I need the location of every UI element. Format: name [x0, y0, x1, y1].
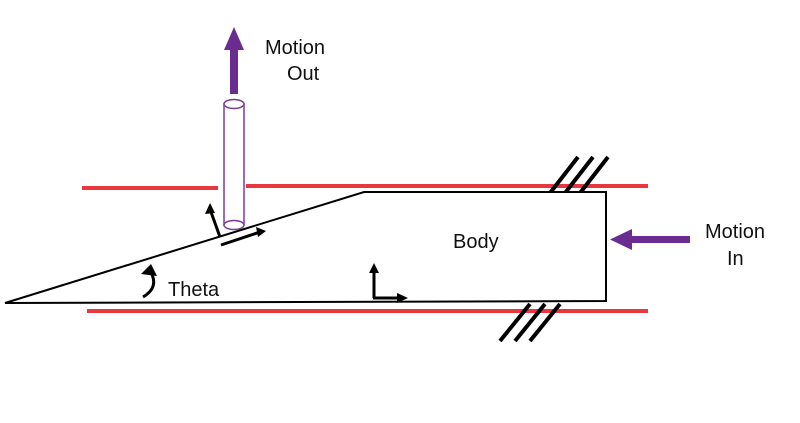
- body-frame-icon: [369, 263, 408, 303]
- motion-in-label-line1: Motion: [705, 221, 765, 243]
- arrow-left-icon: [610, 229, 690, 250]
- motion-in-label-line2: In: [727, 248, 744, 270]
- motion-out-label-line1: Motion: [265, 37, 325, 59]
- follower-frame-icon: [205, 203, 266, 247]
- arrow-up-icon: [224, 27, 244, 94]
- ground-hatch-top-icon: [548, 155, 610, 195]
- motion-out-label-line2: Out: [287, 63, 320, 85]
- curved-angle-arrow-icon: [141, 264, 157, 299]
- ground-hatch-bottom-icon: [498, 302, 562, 343]
- theta-label: Theta: [168, 279, 220, 301]
- body-label: Body: [453, 231, 499, 253]
- wedge-body: [4, 191, 607, 304]
- follower-rod: [223, 98, 245, 231]
